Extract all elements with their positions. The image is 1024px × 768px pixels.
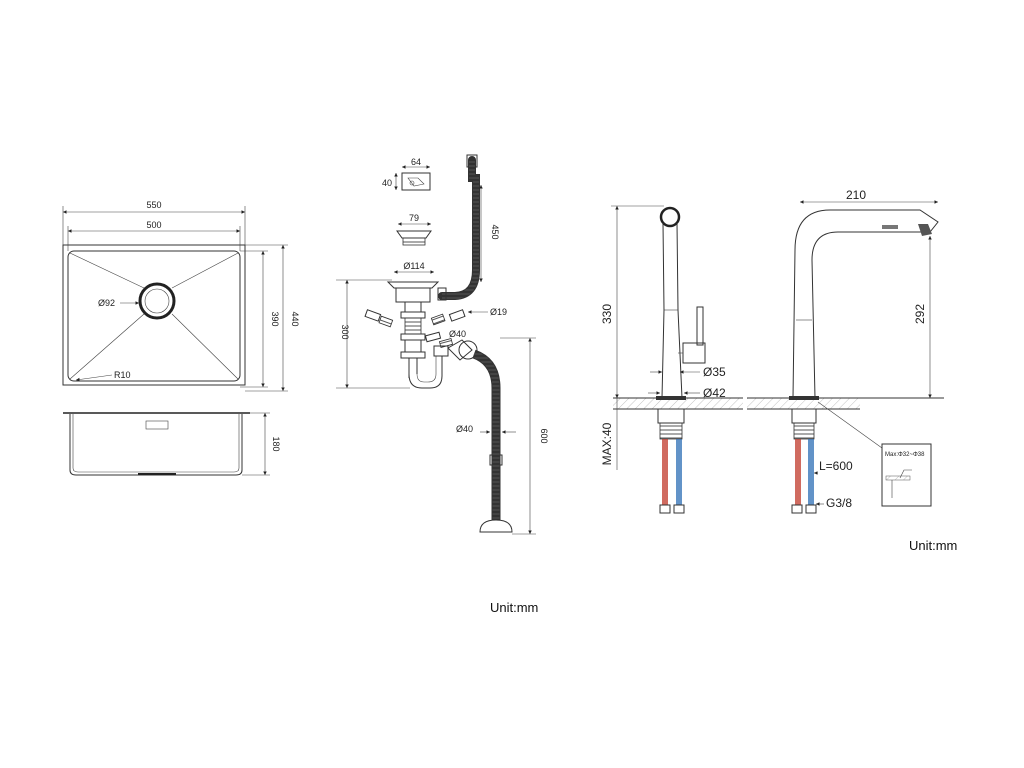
faucet-base-diameter-label: Ø42 <box>703 386 726 400</box>
sink-bowl-height-label: 180 <box>271 436 281 451</box>
supply-hose-length-label: L=600 <box>819 459 853 473</box>
faucet-spout-head <box>659 206 681 228</box>
faucet-handle-base <box>682 342 706 364</box>
countertop-section <box>613 398 743 409</box>
sink-drain-hole <box>138 282 176 320</box>
countertop-section-side <box>747 398 860 409</box>
sink-overflow-slot <box>145 420 169 430</box>
sink-outer-rim <box>62 244 246 386</box>
max-thickness-label: MAX:40 <box>600 422 614 465</box>
faucet-body-diameter-label: Ø35 <box>703 365 726 379</box>
faucet-front-view: 330 Ø35 Ø42 MAX:40 <box>600 205 743 514</box>
overflow-diameter-label: Ø19 <box>490 307 507 317</box>
faucet-height-label: 330 <box>600 304 614 324</box>
drain-kit-drawing: 64 40 79 450 Ø114 <box>336 154 549 535</box>
clip-height-label: 40 <box>382 178 392 188</box>
sink-outer-width-label: 550 <box>146 200 161 210</box>
sink-corner-radius-label: R10 <box>114 370 131 380</box>
p-trap <box>408 356 443 389</box>
strainer-diameter-label: 79 <box>409 213 419 223</box>
faucet-side-body <box>792 209 920 399</box>
cold-water-line <box>676 439 682 505</box>
spout-height-label: 292 <box>913 304 927 324</box>
hose-length-label: 600 <box>539 428 549 443</box>
sink-outer-depth-label: 440 <box>290 311 300 326</box>
faucet-side-view: 210 292 L=600 G3/8 Max:Φ32~Φ38 <box>747 188 944 514</box>
sink-inner-bowl <box>67 250 241 382</box>
faucet-reach-label: 210 <box>846 188 866 202</box>
hole-range-label: Max:Φ32~Φ38 <box>885 452 925 458</box>
faucet-lever <box>696 306 704 346</box>
pipe-diameter-label: Ø40 <box>449 329 466 339</box>
sink-side-view: 180 <box>63 412 281 476</box>
sink-inner-depth-label: 390 <box>270 311 280 326</box>
overflow-cap <box>466 154 478 168</box>
drain-flange <box>386 281 440 289</box>
page-unit-label: Unit:mm <box>490 600 538 615</box>
connector-thread-label: G3/8 <box>826 496 852 510</box>
sink-top-view: 550 500 Ø92 R10 390 440 <box>62 200 300 392</box>
hose-diameter-label: Ø40 <box>456 424 473 434</box>
overflow-hose-length-label: 450 <box>490 224 500 239</box>
mounting-clip <box>401 172 431 191</box>
detail-callout-box <box>881 443 932 507</box>
sink-inner-width-label: 500 <box>146 220 161 230</box>
faucet-unit-label: Unit:mm <box>909 538 957 553</box>
assembly-height-label: 300 <box>340 324 350 339</box>
drain-diameter-label: Ø114 <box>403 261 424 271</box>
drain-hose-end <box>479 519 513 533</box>
pull-out-spray-head <box>875 209 939 233</box>
clip-width-label: 64 <box>411 157 421 167</box>
strainer-basket <box>396 230 432 239</box>
overflow-fittings <box>364 309 466 348</box>
sink-drain-diameter-label: Ø92 <box>98 298 115 308</box>
mounting-shank <box>659 422 683 440</box>
hot-water-line <box>662 439 668 505</box>
